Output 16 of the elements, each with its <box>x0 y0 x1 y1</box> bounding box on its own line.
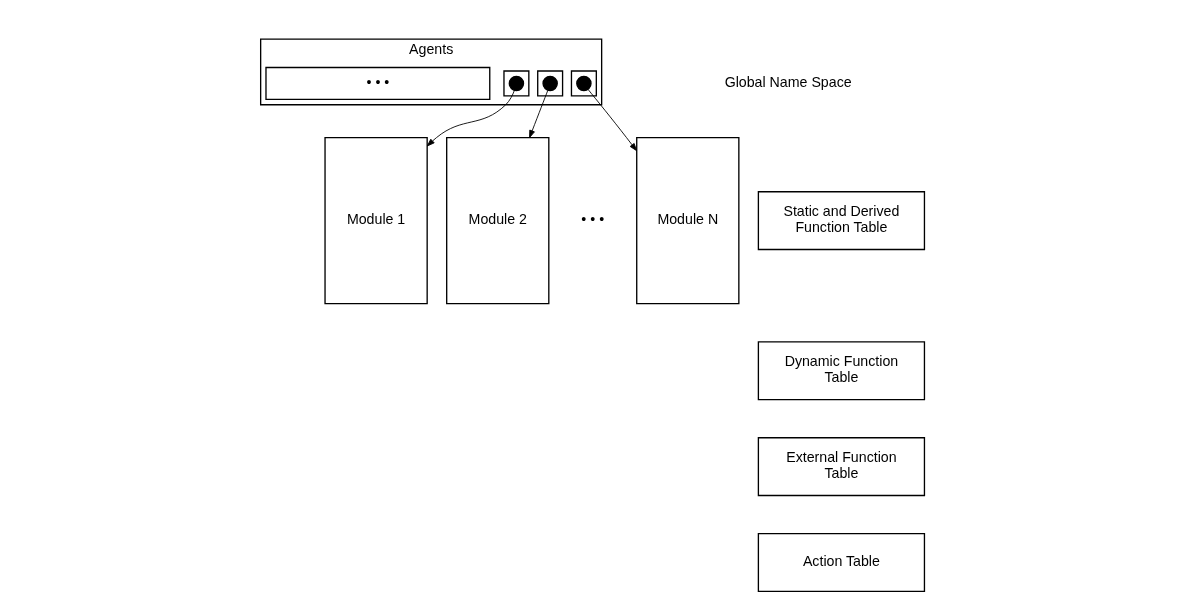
node-box: External Function Table <box>757 437 926 497</box>
node-circle <box>542 75 558 92</box>
node-box: Module 1 <box>324 136 428 305</box>
node-box: Action Table <box>757 533 926 593</box>
node-circle <box>508 75 525 92</box>
label: • • • <box>581 211 605 228</box>
node-circle <box>576 75 592 92</box>
cluster <box>537 70 564 97</box>
cluster <box>503 70 530 97</box>
node-box: • • • <box>265 66 491 101</box>
node-box: Static and Derived Function Table <box>757 191 926 251</box>
label: Global Name Space <box>724 73 852 90</box>
node-box: Module 2 <box>446 136 550 305</box>
node-box: Module N <box>636 136 740 305</box>
cluster <box>570 70 597 97</box>
node-box: Dynamic Function Table <box>757 341 926 401</box>
